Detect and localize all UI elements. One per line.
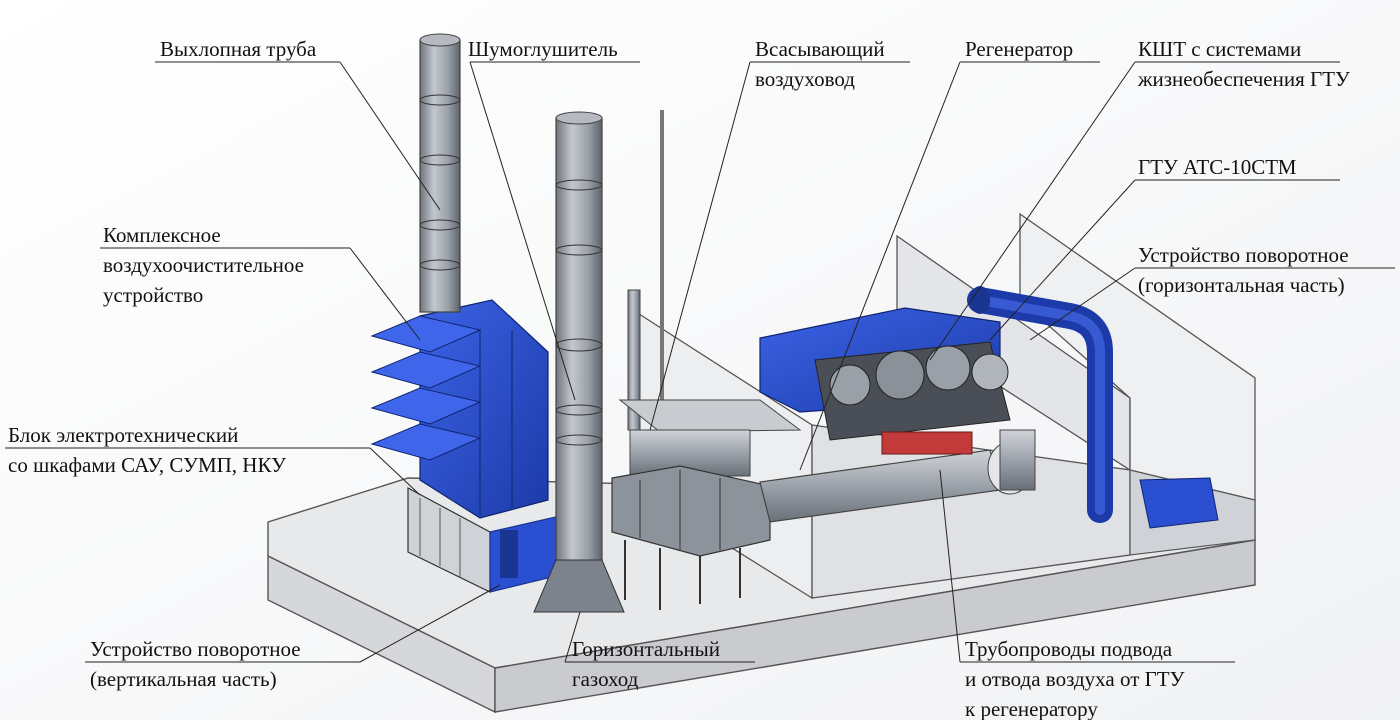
label-air-cleaner: Комплексное воздухоочистительное устройс… [103, 223, 304, 307]
label-suction-duct: Всасывающий воздуховод [755, 37, 885, 91]
horizontal-flue-shape [759, 429, 1036, 523]
label-rotary-horizontal: Устройство поворотное (горизонтальная ча… [1138, 243, 1349, 297]
suction-duct-shape [618, 110, 802, 477]
label-rotary-vertical: Устройство поворотное (вертикальная част… [90, 637, 301, 691]
exhaust-stack-shape [419, 33, 461, 313]
label-horizontal-flue: Горизонтальный газоход [572, 637, 721, 691]
rotary-horizontal-shape [967, 286, 1219, 529]
leader-lines [5, 61, 1395, 663]
label-air-pipelines: Трубопроводы подвода и отвода воздуха от… [965, 637, 1185, 720]
label-gtu: ГТУ АТС-10СТМ [1138, 155, 1297, 179]
label-regenerator: Регенератор [965, 37, 1074, 61]
gas-duct-modules-shape [611, 465, 771, 610]
label-silencer: Шумоглушитель [468, 37, 618, 61]
air-cleaner-shape [370, 299, 549, 519]
label-exhaust-pipe: Выхлопная труба [160, 37, 317, 61]
ksht-enclosure-shape [759, 307, 1011, 455]
label-electrical-block: Блок электротехнический со шкафами САУ, … [8, 423, 286, 477]
silencer-stack-shape [533, 111, 625, 613]
label-ksht: КШТ с системами жизнеобеспечения ГТУ [1138, 37, 1350, 91]
